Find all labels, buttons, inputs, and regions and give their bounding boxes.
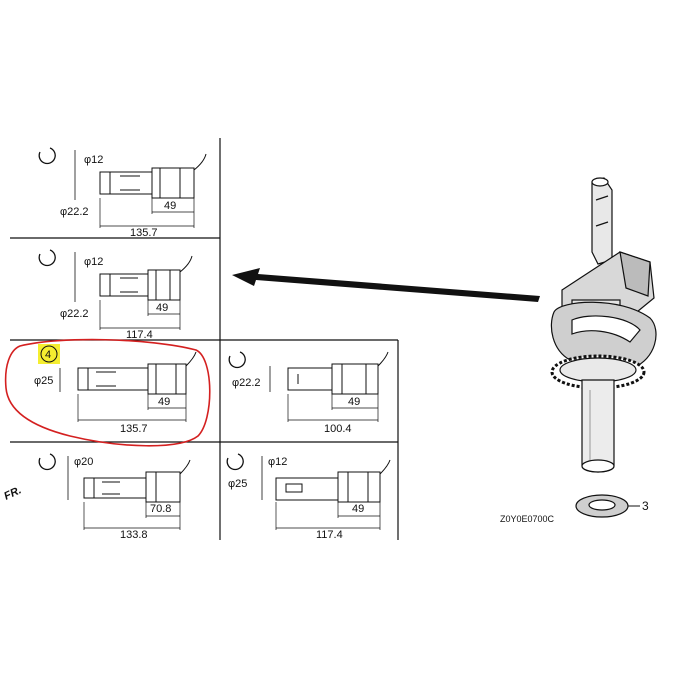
panel-6-seg-label: 49	[352, 503, 364, 515]
highlight-circle	[4, 338, 211, 447]
panel-2: φ12 φ22.2 49 117.4	[38, 249, 193, 341]
panel-2-seg-label: 49	[156, 302, 168, 314]
panel-5-dia-label: φ20	[74, 456, 93, 468]
panel-4-seg-label: 49	[348, 396, 360, 408]
arrow-icon	[232, 268, 540, 302]
panel-1-seg-label: 49	[164, 200, 176, 212]
part-callout: 3	[642, 499, 649, 513]
number-badge-circle	[40, 345, 58, 363]
panel-6-dia-label: φ12	[268, 456, 287, 468]
washer-icon	[575, 494, 629, 518]
panel-4-dia-label: φ22.2	[232, 377, 261, 389]
panel-3-total-label: 135.7	[120, 423, 148, 435]
panel-4: φ22.2 49 100.4	[228, 351, 389, 435]
diagram-code: Z0Y0E0700C	[500, 514, 555, 524]
panel-1-dia-label: φ12	[84, 154, 103, 166]
panel-6-dia2-label: φ25	[228, 478, 247, 490]
number-badge	[38, 344, 60, 364]
corner-text: FR.	[2, 484, 23, 502]
panel-2-dia-label: φ12	[84, 256, 103, 268]
panel-3-number: 4	[45, 349, 51, 361]
panel-2-dia2-label: φ22.2	[60, 308, 89, 320]
panel-1-dia2-label: φ22.2	[60, 206, 89, 218]
panel-2-total-label: 117.4	[126, 329, 153, 341]
panel-1: φ12 φ22.2 49 135.7	[38, 147, 207, 239]
panel-3-dia-label: φ25	[34, 375, 53, 387]
panel-6-total-label: 117.4	[316, 529, 343, 541]
panel-4-total-label: 100.4	[324, 423, 352, 435]
panel-5-total-label: 133.8	[120, 529, 148, 541]
panel-5: φ20 70.8 133.8	[38, 453, 191, 541]
panel-3-seg-label: 49	[158, 396, 170, 408]
panel-6: φ12 φ25 49 117.4	[226, 453, 391, 541]
panel-3: 4 φ25 49 135.7	[4, 338, 211, 447]
panel-5-seg-label: 70.8	[150, 503, 171, 515]
crankshaft-icon	[550, 177, 657, 473]
panel-1-total-label: 135.7	[130, 227, 158, 239]
